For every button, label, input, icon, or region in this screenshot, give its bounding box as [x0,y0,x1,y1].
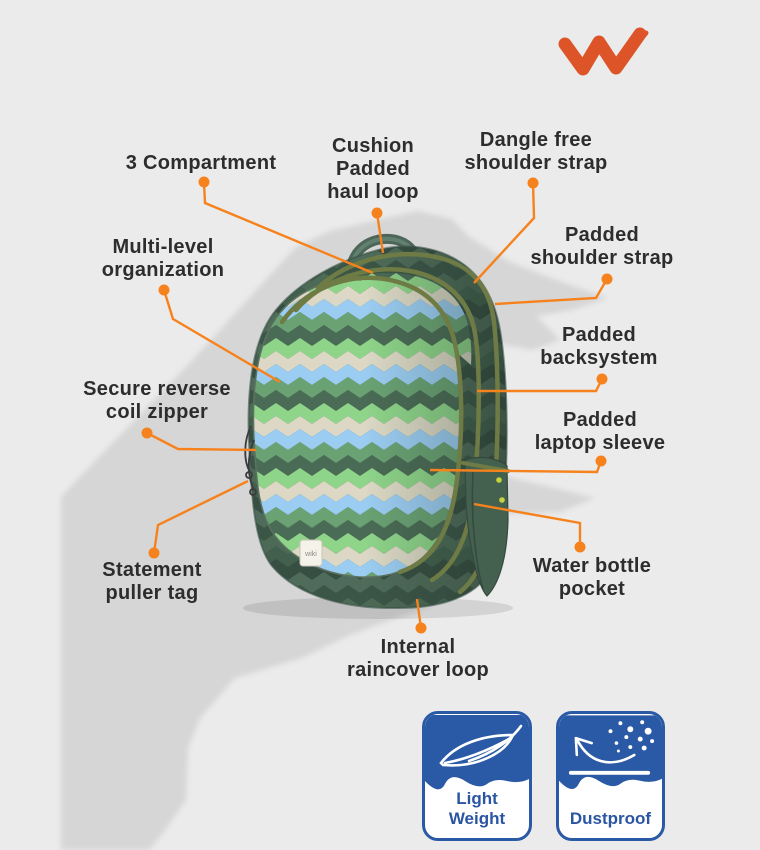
callout-multi-level: Multi-level organization [101,236,225,281]
callout-dot-water-bottle [574,541,586,553]
callout-raincover: Internal raincover loop [346,636,490,681]
badge-dustproof-top [559,714,662,790]
callout-shoulder-strap: Padded shoulder strap [530,224,674,269]
water-bottle-pocket [461,456,510,597]
callout-dot-puller-tag [148,547,160,559]
callout-dot-laptop-sleeve [595,455,607,467]
callout-dangle-free: Dangle free shoulder strap [464,129,608,174]
wildcraft-w-logo [558,27,649,76]
dustproof-icon [559,715,662,789]
pocket-toggle-dot [499,497,505,503]
brand-patch-text: wiki [304,551,317,558]
callout-dot-backsystem [596,373,608,385]
leader-line-multi-level [162,289,281,384]
callout-laptop-sleeve: Padded laptop sleeve [534,409,666,454]
callout-coil-zipper: Secure reverse coil zipper [83,378,231,423]
callout-dot-compartments [198,176,210,188]
badge-dustproof: Dustproof [556,711,665,841]
feather-icon [425,715,529,790]
badge-light-weight: Light Weight [422,711,532,841]
badge-label: Light Weight [448,789,506,828]
pocket-toggle-dot [496,477,502,483]
leader-line-haul-loop [375,212,385,254]
leader-line-water-bottle [473,502,582,547]
badge-label: Dustproof [569,809,652,828]
callout-dot-haul-loop [371,207,383,219]
zipper-line-front [279,275,464,575]
leader-line-puller-tag [152,479,249,554]
callout-dot-coil-zipper [141,427,153,439]
callout-haul-loop: Cushion Padded haul loop [327,135,419,203]
callout-puller-tag: Statement puller tag [102,559,202,604]
badge-light-weight-top [425,714,529,790]
callout-backsystem: Padded backsystem [540,324,658,369]
leader-line-coil-zipper [146,431,257,452]
leader-line-dangle-free [473,182,536,284]
callout-compartments: 3 Compartment [125,152,277,174]
callout-dot-dangle-free [527,177,539,189]
leader-line-compartments [202,181,374,275]
brand-patch: wiki [299,539,323,567]
callout-dot-multi-level [158,284,170,296]
side-shading [248,246,507,609]
leader-line-shoulder-strap [494,278,609,306]
callout-water-bottle: Water bottle pocket [532,555,652,600]
callout-dot-shoulder-strap [601,273,613,285]
callout-dot-raincover [415,622,427,634]
